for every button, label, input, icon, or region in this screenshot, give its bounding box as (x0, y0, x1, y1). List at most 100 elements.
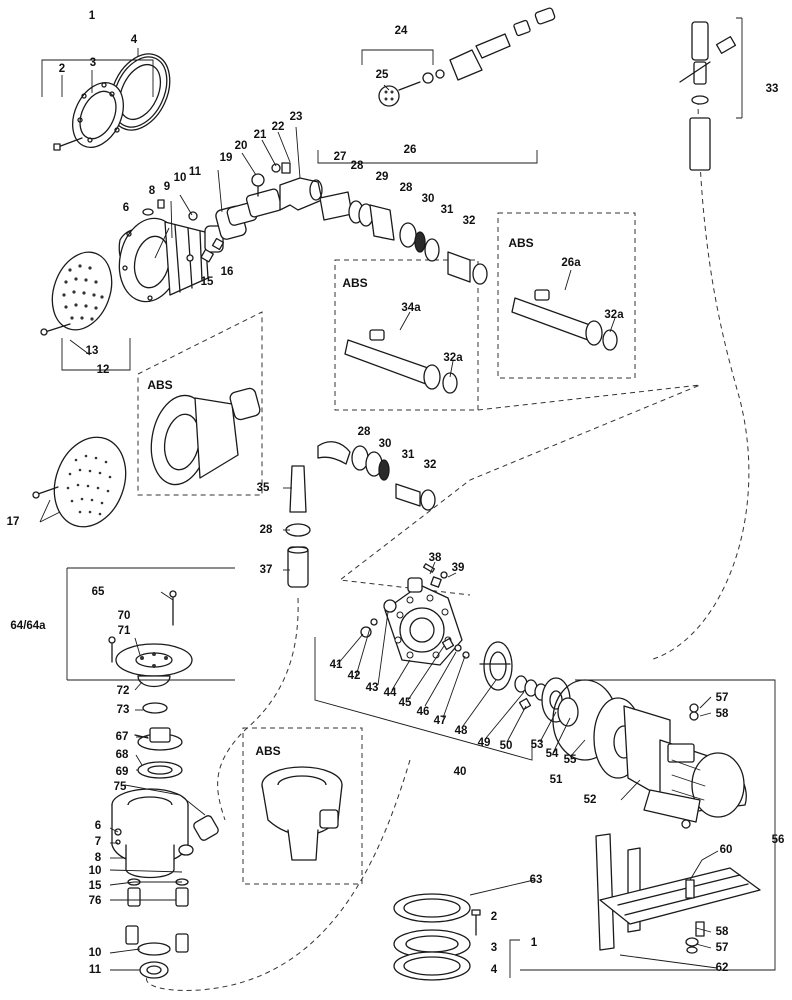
callout-62: 62 (716, 962, 729, 974)
callout-55: 55 (564, 754, 577, 766)
callout-68: 68 (116, 749, 129, 761)
callout-64-64a: 64/64a (10, 620, 46, 632)
callout-1: 1 (531, 937, 538, 949)
callout-45: 45 (399, 697, 412, 709)
vertical-air-tube-assembly (679, 21, 737, 171)
callout-30: 30 (422, 193, 435, 205)
abs-label: ABS (147, 378, 172, 392)
callout-50: 50 (500, 740, 513, 752)
callout-76: 76 (89, 895, 102, 907)
nozzle-cover (40, 251, 113, 336)
callout-48: 48 (455, 725, 468, 737)
callout-75: 75 (114, 781, 127, 793)
callout-26a: 26a (561, 257, 581, 269)
callout-3: 3 (90, 57, 96, 69)
callout-41: 41 (330, 659, 343, 671)
callout-72: 72 (117, 685, 130, 697)
callout-22: 22 (272, 121, 285, 133)
callout-73: 73 (117, 704, 130, 716)
wall-housing (111, 788, 219, 879)
callout-7: 7 (95, 836, 101, 848)
callout-56: 56 (772, 834, 785, 846)
callout-6: 6 (123, 202, 129, 214)
callout-1: 1 (89, 10, 96, 22)
callout-2: 2 (491, 911, 497, 923)
callout-70: 70 (118, 610, 131, 622)
callout-52: 52 (584, 794, 597, 806)
callout-25: 25 (376, 69, 389, 81)
vertical-pipe-parts (285, 465, 311, 588)
callout-58: 58 (716, 708, 729, 720)
callout-4: 4 (131, 34, 138, 46)
group-brackets (41, 17, 776, 978)
callout-37: 37 (260, 564, 273, 576)
callout-31: 31 (441, 204, 454, 216)
callout-58: 58 (716, 926, 729, 938)
bottom-flange-gasket-set (393, 893, 481, 981)
callout-pointers (39, 84, 719, 971)
callout-10: 10 (89, 865, 102, 877)
abs-label: ABS (508, 236, 533, 250)
callout-44: 44 (384, 687, 397, 699)
callout-39: 39 (452, 562, 465, 574)
callout-4: 4 (491, 964, 498, 976)
callout-34a: 34a (401, 302, 421, 314)
callout-67: 67 (116, 731, 129, 743)
callout-32: 32 (463, 215, 476, 227)
callout-28: 28 (260, 524, 273, 536)
elbow-valve-pipes (226, 162, 323, 226)
callout-10: 10 (174, 172, 187, 184)
callout-46: 46 (417, 706, 430, 718)
callout-2: 2 (59, 63, 65, 75)
callout-8: 8 (95, 852, 102, 864)
motor-bracket (595, 833, 761, 954)
callout-28: 28 (351, 160, 364, 172)
callout-13: 13 (86, 345, 99, 357)
callout-15: 15 (89, 880, 102, 892)
abs-wall-housing (261, 766, 343, 861)
check-valve-parts (378, 7, 556, 107)
motor (593, 697, 747, 829)
callout-24: 24 (395, 25, 408, 37)
callout-30: 30 (379, 438, 392, 450)
callout-65: 65 (92, 586, 105, 598)
callout-20: 20 (235, 140, 248, 152)
callout-11: 11 (189, 166, 202, 178)
abs-pipe-assembly-34a (344, 329, 458, 394)
callout-32a: 32a (443, 352, 463, 364)
abs-nozzle-housing (32, 387, 261, 528)
pipe-fittings-middle (317, 441, 436, 511)
callout-16: 16 (221, 266, 234, 278)
callout-63: 63 (530, 874, 543, 886)
callout-15: 15 (201, 276, 214, 288)
abs-label: ABS (342, 276, 367, 290)
callout-47: 47 (434, 715, 447, 727)
callout-19: 19 (220, 152, 233, 164)
callout-17: 17 (7, 516, 20, 528)
callout-40: 40 (454, 766, 467, 778)
pump-casing (360, 563, 470, 666)
callout-23: 23 (290, 111, 303, 123)
pipe-fittings-upper (319, 191, 488, 285)
callout-28: 28 (400, 182, 413, 194)
flange-gasket-set (53, 53, 171, 151)
inlet-pipe-parts (134, 727, 183, 779)
callout-8: 8 (149, 185, 156, 197)
callout-49: 49 (478, 737, 491, 749)
callout-6: 6 (95, 820, 101, 832)
callout-11: 11 (89, 964, 102, 976)
callout-26: 26 (404, 144, 417, 156)
callout-54: 54 (546, 748, 559, 760)
callout-51: 51 (550, 774, 563, 786)
callout-32: 32 (424, 459, 437, 471)
callout-33: 33 (766, 83, 779, 95)
callout-3: 3 (491, 942, 497, 954)
callout-69: 69 (116, 766, 129, 778)
dashed-guides (137, 99, 750, 991)
callout-21: 21 (254, 129, 267, 141)
callout-32a: 32a (604, 309, 624, 321)
callout-57: 57 (716, 692, 729, 704)
abs-label: ABS (255, 744, 280, 758)
